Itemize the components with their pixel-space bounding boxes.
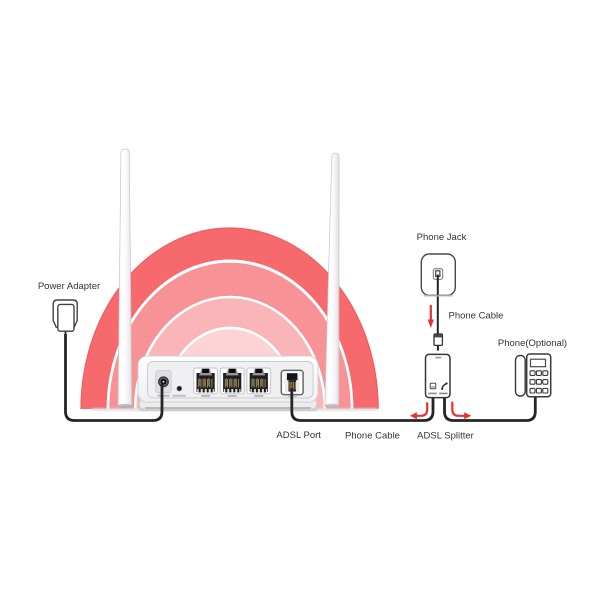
svg-text:ADSL Splitter: ADSL Splitter xyxy=(417,431,474,442)
svg-text:Phone Cable: Phone Cable xyxy=(345,430,400,441)
svg-text:Phone(Optional): Phone(Optional) xyxy=(498,338,567,349)
svg-text:Phone Cable: Phone Cable xyxy=(449,310,504,321)
svg-text:Phone Jack: Phone Jack xyxy=(417,232,467,243)
svg-text:Power Adapter: Power Adapter xyxy=(38,281,100,292)
svg-text:ADSL Port: ADSL Port xyxy=(276,430,321,441)
